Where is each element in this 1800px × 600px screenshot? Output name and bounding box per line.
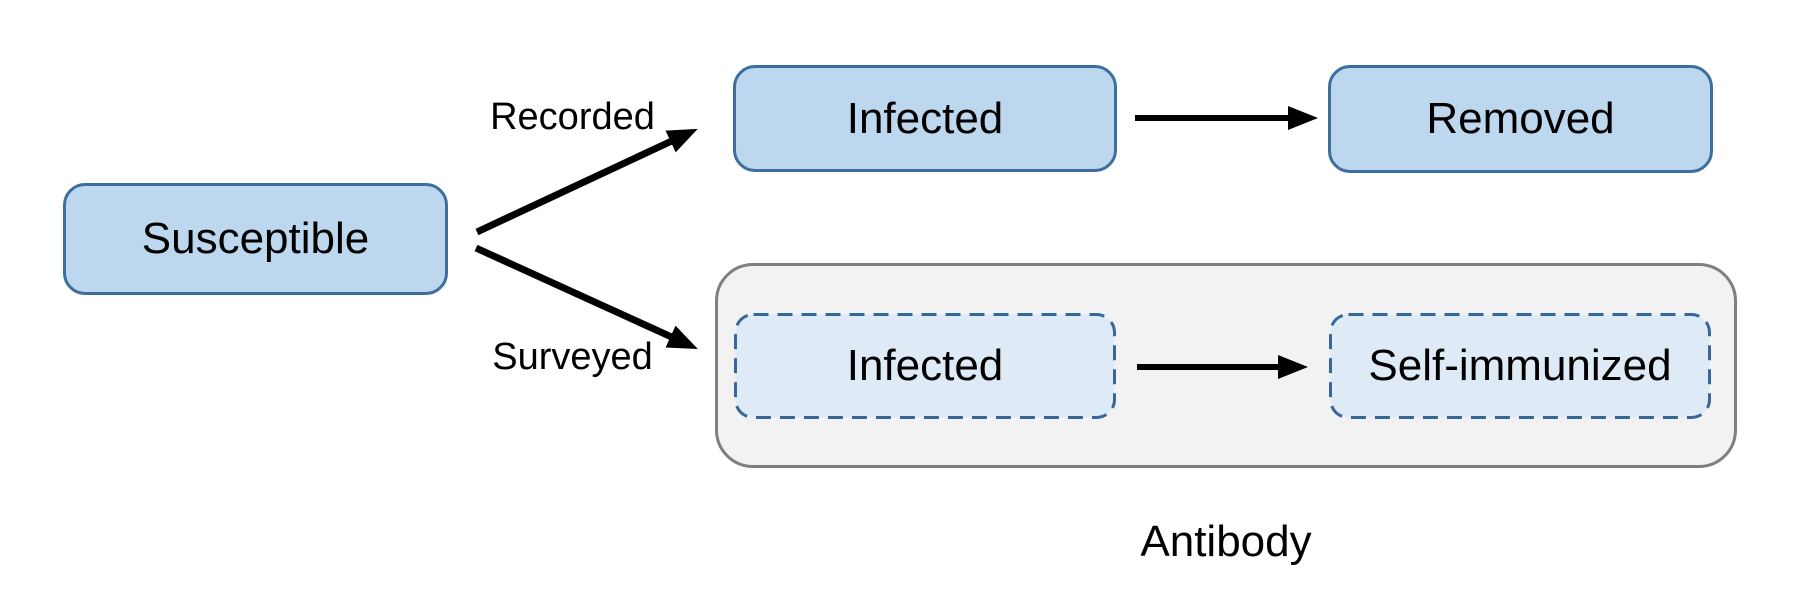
node-self-immunized-label: Self-immunized — [1368, 341, 1672, 390]
node-infected-recorded-label: Infected — [846, 93, 1004, 143]
node-self-immunized: Self-immunized — [1328, 312, 1712, 420]
node-susceptible: Susceptible — [63, 183, 448, 295]
node-susceptible-label: Susceptible — [141, 214, 370, 263]
node-infected-surveyed: Infected — [733, 312, 1117, 420]
dashed-border — [1329, 313, 1711, 419]
dashed-border — [734, 313, 1116, 419]
node-removed-label: Removed — [1426, 94, 1615, 143]
edge-label-recorded: Recorded — [490, 96, 655, 138]
arrow-susceptible-to-infected-surveyed — [474, 244, 698, 349]
arrow-susceptible-to-infected-recorded — [475, 128, 698, 236]
node-infected-surveyed-label: Infected — [846, 341, 1004, 390]
edge-label-surveyed: Surveyed — [492, 336, 653, 378]
antibody-group-label: Antibody — [1140, 517, 1312, 566]
node-removed: Removed — [1328, 65, 1713, 173]
node-infected-recorded: Infected — [733, 65, 1117, 172]
